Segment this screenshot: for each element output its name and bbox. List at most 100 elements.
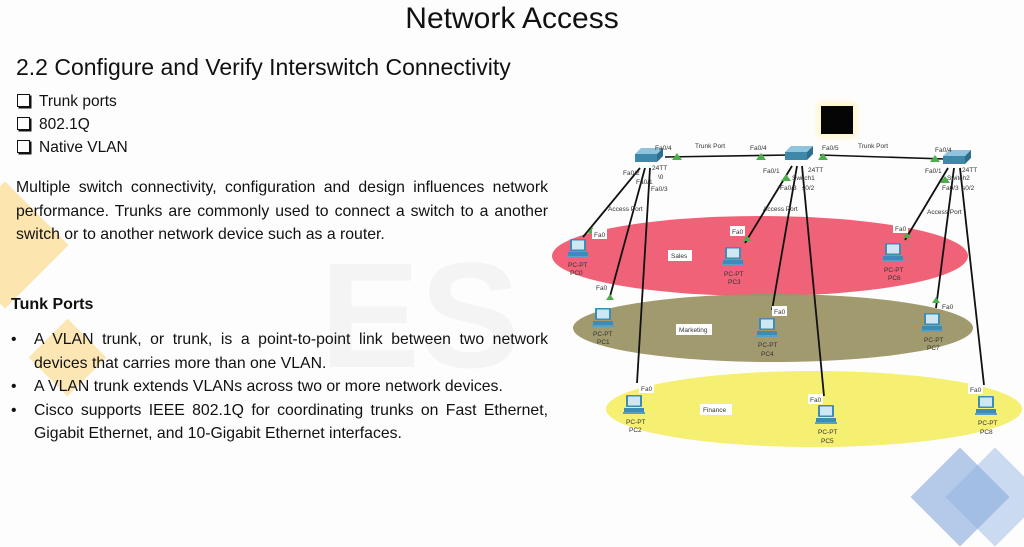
- redacted-box: [821, 106, 853, 134]
- pc8-node[interactable]: [975, 396, 997, 415]
- checklist-item: Trunk ports: [17, 90, 128, 113]
- topic-checklist: Trunk ports 802.1Q Native VLAN: [17, 90, 128, 159]
- link-up-icon: [781, 174, 791, 181]
- port-label: Fa0/2: [623, 170, 640, 177]
- checklist-item: 802.1Q: [17, 113, 128, 136]
- pc-type-label: PC-PT: [593, 331, 613, 338]
- pc-name-label: PC0: [570, 270, 583, 277]
- bullet-icon: •: [11, 331, 17, 348]
- pc-type-label: PC-PT: [758, 342, 778, 349]
- vlan-sales-zone: [552, 216, 968, 296]
- port-label: Fa0/3: [942, 185, 959, 192]
- switch-model-label: 24TT: [808, 167, 823, 174]
- slide-title: Network Access: [405, 2, 619, 35]
- network-topology-diagram: Fa0/4 Fa0/2 24TT \0 Fa0/1 Fa0/3 Trunk Po…: [552, 143, 1022, 447]
- pc-port-label: Fa0: [596, 285, 608, 292]
- checkbox-icon: [17, 94, 30, 107]
- pc-name-label: PC3: [728, 279, 741, 286]
- bullet-item: •Cisco supports IEEE 802.1Q for coordina…: [11, 399, 548, 446]
- bullet-list: •A VLAN trunk, or trunk, is a point-to-p…: [11, 328, 548, 446]
- vlan-marketing-label: Marketing: [679, 327, 708, 334]
- switch-name-label: Switch1: [792, 175, 815, 182]
- port-label: Fa0/3: [651, 186, 668, 193]
- access-link: [771, 165, 798, 311]
- port-label: s0/2: [802, 185, 815, 192]
- access-port-label: Access Port: [608, 206, 643, 213]
- access-link: [935, 167, 955, 309]
- pc-port-label: Fa0: [810, 397, 822, 404]
- pc-name-label: PC5: [821, 438, 834, 445]
- access-link: [904, 167, 949, 241]
- pc4-node[interactable]: [756, 318, 778, 337]
- port-label: Fa0/1: [925, 168, 942, 175]
- pc3-node[interactable]: [722, 247, 744, 266]
- trunk-link-sw1-sw2: [819, 154, 946, 160]
- pc5-node[interactable]: [815, 405, 837, 424]
- pc0-node[interactable]: [567, 239, 589, 258]
- pc-port-label: Fa0: [895, 226, 907, 233]
- switch-name-label: Switch2: [947, 175, 970, 182]
- switch-model-label: 24TT: [962, 167, 977, 174]
- pc-port-label: Fa0: [641, 386, 653, 393]
- access-link: [582, 167, 641, 238]
- switch-model-label: 24TT: [652, 165, 667, 172]
- pc6-node[interactable]: [882, 243, 904, 262]
- port-label: Fa0/4: [750, 145, 767, 152]
- bullet-item: •A VLAN trunk, or trunk, is a point-to-p…: [11, 328, 548, 375]
- port-label: Fa0/1: [636, 179, 653, 186]
- link-up-icon: [672, 153, 682, 160]
- access-link: [801, 165, 825, 397]
- pc-name-label: PC8: [980, 429, 993, 436]
- checklist-item: Native VLAN: [17, 136, 128, 159]
- link-up-icon: [903, 232, 911, 238]
- link-up-icon: [940, 176, 950, 183]
- port-label: Fa0/4: [935, 147, 952, 154]
- pc-port-label: Fa0: [732, 229, 744, 236]
- pc-type-label: PC-PT: [626, 419, 646, 426]
- port-label: Fa0/3: [780, 185, 797, 192]
- pc-port-label: Fa0: [970, 387, 982, 394]
- section-heading: Tunk Ports: [11, 296, 94, 313]
- section-subtitle: 2.2 Configure and Verify Interswitch Con…: [16, 54, 511, 80]
- port-label: s0/2: [962, 185, 975, 192]
- link-up-icon: [930, 155, 940, 162]
- pc-port-label: Fa0: [594, 232, 606, 239]
- checkbox-icon: [17, 117, 30, 130]
- pc-type-label: PC-PT: [884, 267, 904, 274]
- pc-type-label: PC-PT: [818, 429, 838, 436]
- access-link: [608, 167, 646, 301]
- vlan-sales-label: Sales: [671, 253, 688, 260]
- pc-name-label: PC2: [629, 427, 642, 434]
- link-up-icon: [756, 153, 766, 160]
- pc-type-label: PC-PT: [978, 420, 998, 427]
- pc1-node[interactable]: [592, 308, 614, 327]
- access-link: [959, 167, 985, 386]
- pc-name-label: PC6: [888, 275, 901, 282]
- access-link: [636, 167, 651, 384]
- pc2-node[interactable]: [623, 395, 645, 414]
- switch-name-label: \0: [658, 174, 664, 181]
- pc7-node[interactable]: [921, 313, 943, 332]
- access-port-label: Access Port: [763, 206, 798, 213]
- pc-name-label: PC4: [761, 351, 774, 358]
- trunk-port-label: Trunk Port: [858, 143, 888, 150]
- pc-type-label: PC-PT: [724, 271, 744, 278]
- pc-port-label: Fa0: [774, 309, 786, 316]
- port-label: Fa0/4: [655, 145, 672, 152]
- link-up-icon: [743, 235, 751, 241]
- access-port-label: Access Port: [927, 209, 962, 216]
- link-up-icon: [606, 294, 614, 300]
- trunk-link-sw0-sw1: [664, 154, 791, 158]
- bullet-item: •A VLAN trunk extends VLANs across two o…: [11, 375, 548, 399]
- link-up-icon: [932, 297, 940, 303]
- vlan-finance-zone: [606, 371, 1022, 447]
- pc-name-label: PC1: [597, 339, 610, 346]
- bullet-icon: •: [11, 378, 17, 395]
- switch1-icon[interactable]: [785, 146, 813, 160]
- port-label: Fa0/1: [763, 168, 780, 175]
- pc-name-label: PC7: [927, 345, 940, 352]
- link-up-icon: [818, 153, 828, 160]
- pc-type-label: PC-PT: [924, 337, 944, 344]
- vlan-finance-label: Finance: [703, 407, 727, 414]
- bullet-icon: •: [11, 401, 17, 419]
